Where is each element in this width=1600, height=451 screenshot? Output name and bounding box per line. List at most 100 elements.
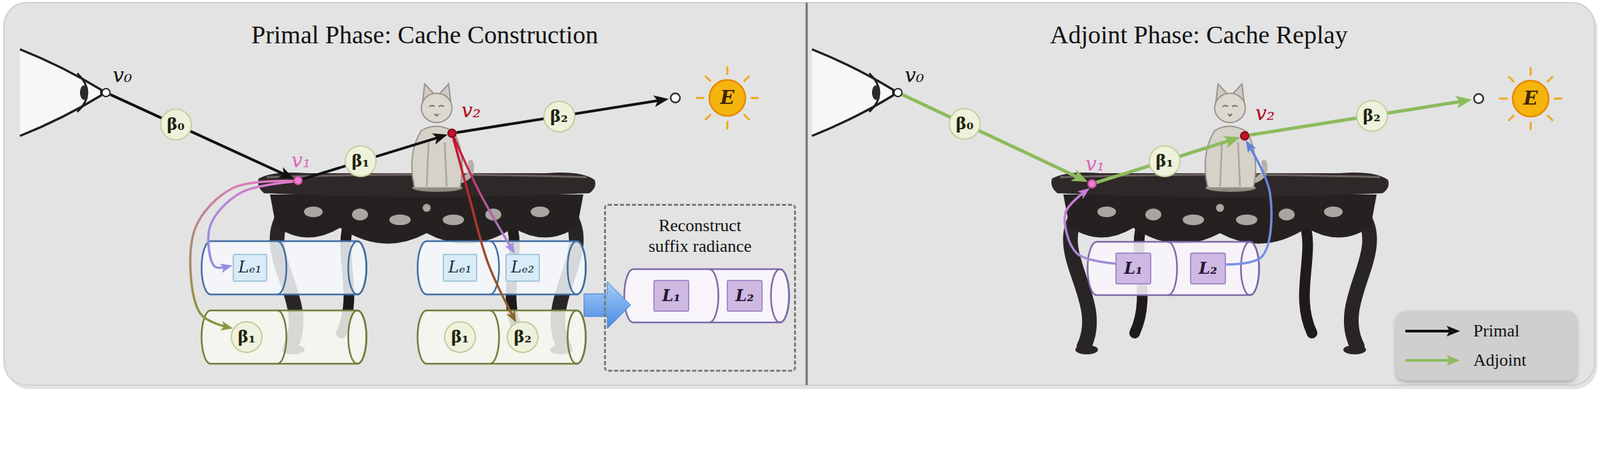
cache-cylinder [201, 310, 366, 364]
path-throughput-label: β₁ [1148, 145, 1181, 178]
cache-entry: β₂ [506, 321, 539, 354]
sun-disc [1512, 80, 1549, 117]
cache-entry: β₁ [444, 321, 476, 354]
sun-ray [1554, 98, 1562, 100]
radiance-label: L₁ [662, 287, 680, 304]
path-throughput-label: β₀ [948, 108, 981, 140]
radiance-cylinder [624, 269, 789, 323]
legend-line [1405, 359, 1450, 362]
connector-arrow [302, 136, 441, 180]
vertex-label: v₂ [1255, 102, 1275, 124]
radiance-entry: L₂ [726, 280, 763, 312]
path-throughput-label: β₂ [543, 100, 576, 133]
sun-ray [744, 76, 749, 81]
radiance-label: L₁ [1124, 260, 1142, 277]
sun-ray [726, 67, 729, 74]
vertex-dot: v₀ [893, 88, 903, 98]
process-arrow [584, 282, 631, 329]
cylinder-cap [567, 241, 586, 295]
light-source: E [1472, 65, 1590, 132]
panel-title: Primal Phase: Cache Construction [251, 20, 598, 50]
cylinder-cap [348, 241, 366, 295]
vertex-label: v₁ [1085, 153, 1105, 175]
connector-arrow [110, 94, 287, 176]
sun-ray [1508, 76, 1514, 82]
legend-swatch [1404, 353, 1464, 368]
panel [4, 2, 1595, 386]
legend-label: Adjoint [1473, 350, 1526, 371]
cylinder-divider [709, 269, 719, 323]
cylinder-divider [277, 241, 287, 295]
cylinder-divider [1168, 242, 1178, 296]
legend-line [1405, 330, 1450, 333]
sun-ray [705, 114, 710, 120]
sun-ray [1530, 122, 1532, 130]
cache-cylinder [417, 241, 586, 295]
legend-swatch [1404, 324, 1464, 339]
sun-disc [709, 80, 746, 116]
radiance-entry: L₂ [1190, 252, 1226, 285]
cache-label: β₁ [451, 328, 469, 346]
cylinder-cap [1240, 242, 1259, 296]
vertex-dot: v₁ [1087, 179, 1097, 189]
panel-title: Adjoint Phase: Cache Replay [1050, 20, 1348, 50]
legend-box: PrimalAdjoint [1396, 311, 1577, 381]
radiance-entry: L₁ [1115, 252, 1152, 285]
cylinder-divider [490, 310, 500, 364]
vertex-label: v₀ [904, 64, 924, 86]
table-figure [1051, 172, 1389, 355]
connector-arrow [902, 94, 1080, 179]
vertex-label: v₂ [461, 100, 481, 122]
legend-arrowhead [1446, 326, 1460, 337]
dashed-frame: Reconstruct suffix radianceL₁ L₂ [604, 204, 796, 372]
vertex-label: v₁ [291, 150, 311, 172]
sun-ray [1547, 115, 1552, 120]
sun-ray [1530, 68, 1532, 75]
sun-ray [1547, 76, 1552, 82]
connector-arrow [456, 100, 662, 133]
cache-label: Lₑ₂ [511, 259, 535, 276]
path-end-point [1474, 94, 1484, 104]
sun-ray [744, 114, 749, 120]
cache-label: β₁ [238, 328, 256, 346]
cylinder-cap [348, 310, 366, 364]
step-text: Reconstruct suffix radiance [642, 215, 758, 257]
vertex-label: v₀ [112, 64, 132, 86]
legend-arrowhead [1446, 355, 1460, 366]
vertex-dot: v₀ [101, 88, 111, 98]
panel-divider [806, 2, 808, 386]
connector-arrow [1096, 140, 1233, 183]
connector-arrow [190, 181, 294, 328]
light-source: E [668, 64, 786, 132]
vertex-dot: v₂ [447, 128, 457, 138]
connector-arrow [1226, 146, 1272, 265]
vertex-dot: v₂ [1240, 131, 1250, 141]
connector-arrow [1064, 192, 1116, 264]
radiance-label: L₂ [1198, 260, 1217, 277]
cache-label: β₂ [514, 328, 532, 346]
sun-ray [696, 97, 704, 100]
cache-entry: Lₑ₁ [232, 254, 268, 282]
cylinder-divider [277, 310, 287, 364]
sun-ray [1508, 115, 1514, 120]
cylinder-cap [770, 269, 789, 323]
eye-symbol [20, 49, 102, 136]
cache-label: Lₑ₁ [448, 259, 472, 276]
path-throughput-label: β₁ [344, 145, 377, 178]
connector-arrow [453, 138, 514, 318]
path-throughput-label: β₀ [160, 108, 192, 141]
cache-entry: Lₑ₂ [505, 254, 540, 282]
cache-label: Lₑ₁ [238, 259, 262, 276]
radiance-entry: L₁ [653, 280, 690, 312]
vertex-dot: v₁ [293, 176, 303, 186]
radiance-label: L₂ [735, 287, 754, 304]
sun-ray [751, 97, 758, 100]
emitter-label: E [720, 88, 734, 108]
legend-label: Primal [1473, 321, 1520, 342]
cache-entry: Lₑ₁ [442, 254, 478, 282]
sun-ray [705, 76, 710, 81]
radiance-cylinder [1087, 242, 1259, 296]
